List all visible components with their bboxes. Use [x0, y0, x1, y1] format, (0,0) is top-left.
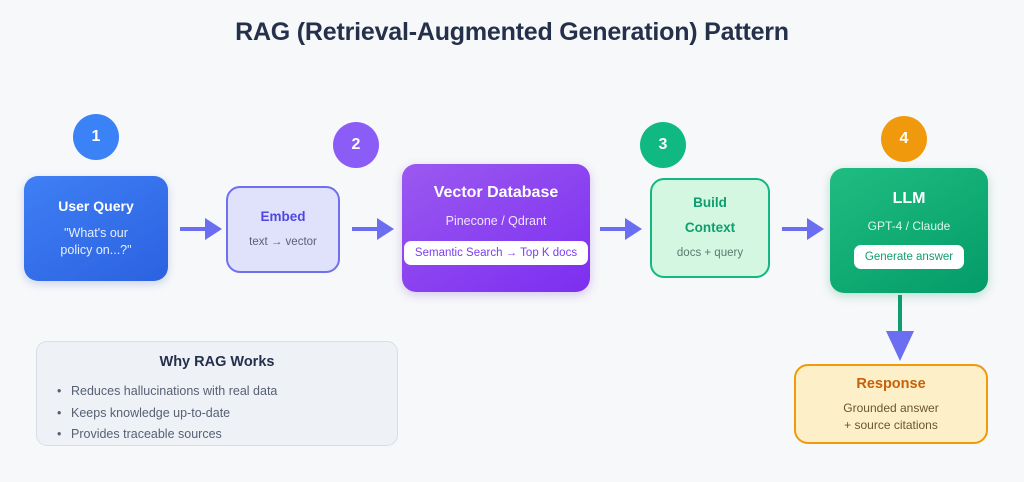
node-response-title: Response — [856, 376, 926, 393]
arrow-shaft — [782, 227, 807, 231]
arrow-head-icon — [807, 218, 824, 240]
node-vector-database-subtitle: Pinecone / Qdrant — [445, 214, 547, 228]
node-response[interactable]: Response Grounded answer + source citati… — [794, 364, 988, 444]
node-llm-subtitle: GPT-4 / Claude — [867, 219, 951, 233]
arrow-build-context-to-llm — [782, 218, 824, 240]
node-build-context-title-line2: Context — [684, 219, 736, 235]
generate-answer-pill[interactable]: Generate answer — [853, 245, 965, 270]
list-item: Provides traceable sources — [53, 424, 381, 446]
arrow-head-icon — [377, 218, 394, 240]
node-user-query-subtitle-line2: policy on...?" — [60, 242, 132, 257]
semantic-search-pill[interactable]: Semantic Search → Top K docs — [403, 240, 589, 265]
step-badge-4: 4 — [881, 116, 927, 162]
node-build-context-title-line1: Build — [693, 194, 727, 210]
node-response-subtitle-line2: + source citations — [844, 417, 938, 432]
step-badge-4-label: 4 — [899, 130, 909, 147]
why-rag-works-list: Reduces hallucinations with real data Ke… — [53, 381, 381, 446]
arrow-shaft-vertical — [898, 295, 902, 331]
node-llm[interactable]: LLM GPT-4 / Claude Generate answer — [830, 168, 988, 293]
list-item: Keeps knowledge up-to-date — [53, 403, 381, 425]
why-rag-works-panel: Why RAG Works Reduces hallucinations wit… — [36, 341, 398, 446]
why-rag-works-title: Why RAG Works — [159, 354, 275, 370]
node-vector-database-title: Vector Database — [433, 184, 559, 201]
node-build-context-subtitle: docs + query — [676, 246, 744, 259]
node-user-query-subtitle-line1: "What's our — [64, 225, 128, 240]
node-vector-database[interactable]: Vector Database Pinecone / Qdrant Semant… — [402, 164, 590, 292]
arrow-user-query-to-embed — [180, 218, 222, 240]
page-title: RAG (Retrieval-Augmented Generation) Pat… — [235, 18, 789, 46]
step-badge-1-label: 1 — [91, 128, 101, 145]
arrow-shaft — [600, 227, 625, 231]
node-embed-title: Embed — [260, 208, 306, 224]
arrow-vector-db-to-build-context — [600, 218, 642, 240]
step-badge-2-label: 2 — [351, 136, 361, 153]
arrow-llm-to-response — [885, 295, 915, 363]
node-user-query-title: User Query — [58, 198, 134, 215]
node-build-context[interactable]: Build Context docs + query — [650, 178, 770, 278]
arrow-shaft — [180, 227, 205, 231]
arrow-embed-to-vector-db — [352, 218, 394, 240]
arrow-shaft — [352, 227, 377, 231]
node-user-query[interactable]: User Query "What's our policy on...?" — [24, 176, 168, 281]
arrow-head-icon — [625, 218, 642, 240]
arrow-head-icon — [205, 218, 222, 240]
node-embed[interactable]: Embed text → vector — [226, 186, 340, 273]
step-badge-1: 1 — [73, 114, 119, 160]
step-badge-3-label: 3 — [658, 136, 668, 153]
list-item: Reduces hallucinations with real data — [53, 381, 381, 403]
arrow-head-down-icon — [886, 331, 914, 361]
step-badge-3: 3 — [640, 122, 686, 168]
node-response-subtitle-line1: Grounded answer — [843, 401, 939, 416]
node-embed-subtitle: text → vector — [249, 235, 317, 248]
node-llm-title: LLM — [892, 190, 926, 207]
step-badge-2: 2 — [333, 122, 379, 168]
